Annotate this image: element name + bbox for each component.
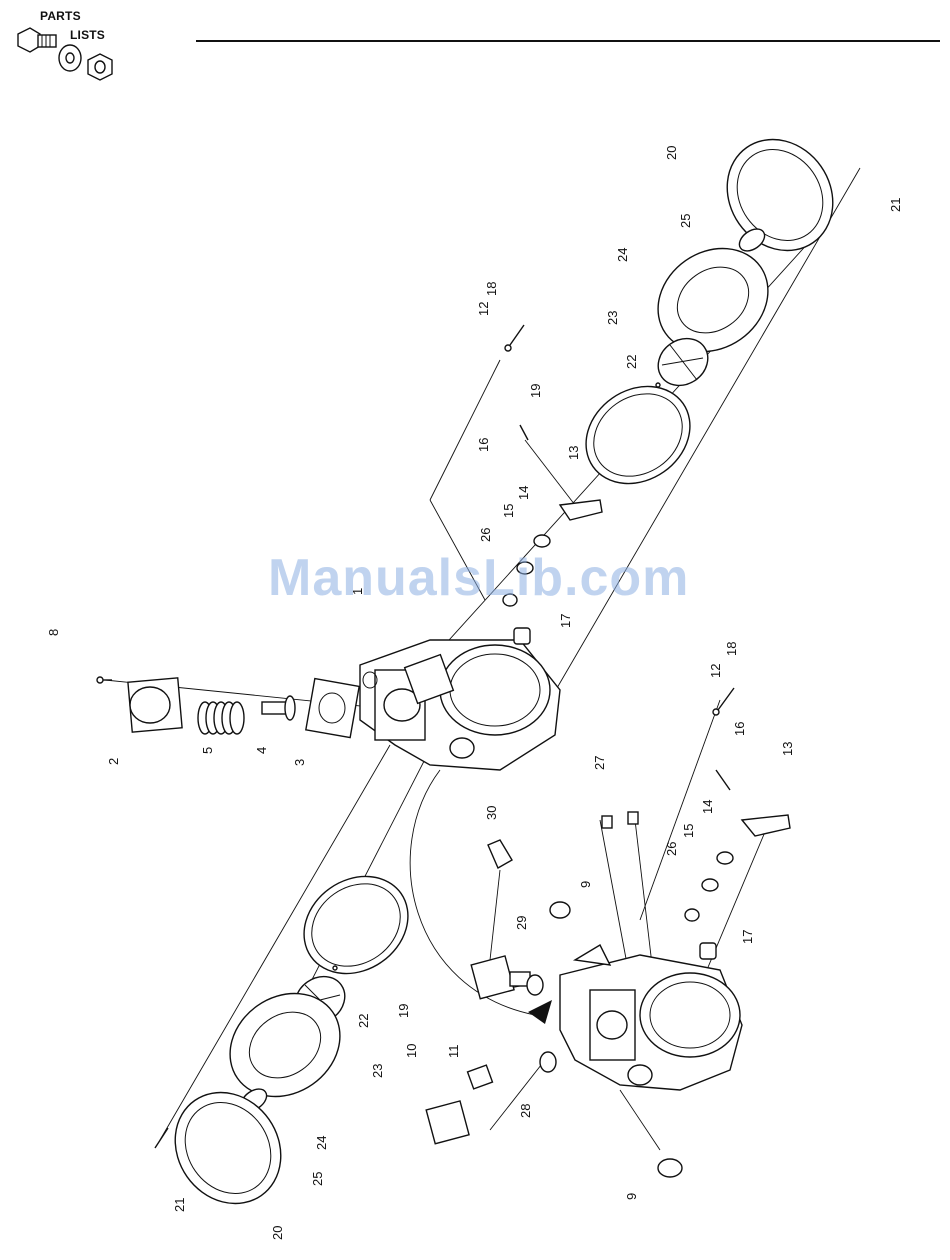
callout-lower-19: 19 [396,1004,411,1018]
direction-arrow-icon [528,1000,552,1024]
callout-lower-28: 28 [518,1104,533,1118]
callout-lower-27: 27 [592,756,607,770]
callout-lower-18: 18 [724,642,739,656]
callout-upper-26: 26 [478,528,493,542]
callout-upper-23: 23 [605,311,620,325]
lower-pump-body [560,945,742,1090]
callout-lower-11: 11 [446,1045,461,1059]
callout-upper-13: 13 [566,446,581,460]
callout-lower-30: 30 [484,806,499,820]
lower-diaphragm-stack [154,857,427,1225]
callout-lower-9b: 9 [624,1193,639,1200]
callout-upper-14: 14 [516,486,531,500]
callout-lower-17: 17 [740,930,755,944]
upper-pump-body [360,640,560,770]
callout-upper-24: 24 [615,248,630,262]
callout-lower-22: 22 [356,1014,371,1028]
callout-lower-13: 13 [780,742,795,756]
callout-lower-26: 26 [664,842,679,856]
callout-upper-2: 2 [106,758,121,765]
callout-upper-8: 8 [46,629,61,636]
callout-lower-20: 20 [270,1226,285,1240]
callout-upper-21: 21 [888,198,903,212]
callout-upper-19: 19 [528,384,543,398]
callout-lower-25: 25 [310,1172,325,1186]
callout-lower-23: 23 [370,1064,385,1078]
callout-lower-12: 12 [708,664,723,678]
callout-lower-21: 21 [172,1198,187,1212]
callout-upper-20: 20 [664,146,679,160]
callout-lower-9: 9 [578,881,593,888]
callout-upper-18: 18 [484,282,499,296]
callout-upper-25: 25 [678,214,693,228]
callout-upper-5: 5 [200,747,215,754]
callout-upper-12: 12 [476,302,491,316]
callout-lower-29: 29 [514,916,529,930]
callout-lower-16: 16 [732,722,747,736]
callout-upper-4: 4 [254,747,269,754]
callout-lower-24: 24 [314,1136,329,1150]
callout-upper-17: 17 [558,614,573,628]
watermark: ManualsLib.com [268,548,689,608]
callout-lower-15: 15 [681,824,696,838]
callout-upper-22: 22 [624,355,639,369]
callout-upper-16: 16 [476,438,491,452]
callout-upper-15: 15 [501,504,516,518]
callout-lower-14: 14 [700,800,715,814]
callout-lower-10: 10 [404,1044,419,1058]
callout-upper-3: 3 [292,759,307,766]
valve-assembly [97,677,359,738]
